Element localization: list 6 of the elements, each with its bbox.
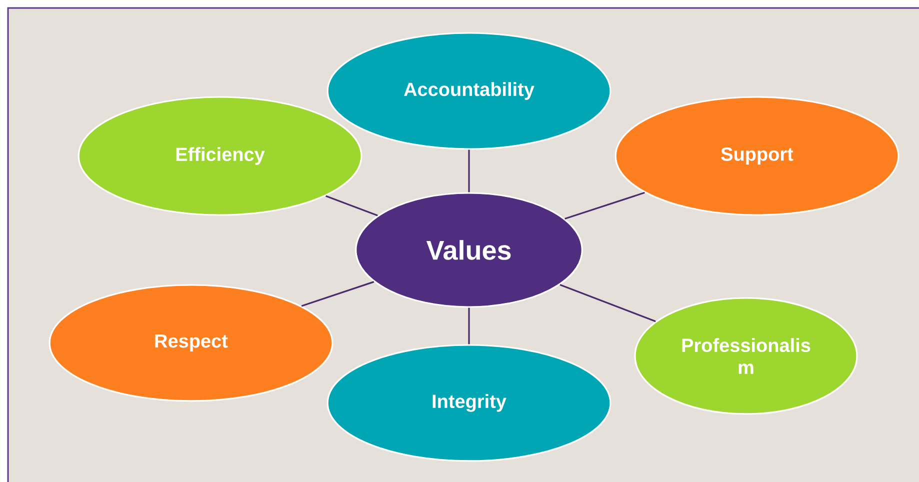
connector-line [468, 150, 470, 192]
connector-line [468, 308, 470, 344]
connector-line [564, 192, 645, 220]
connector-line [301, 281, 374, 307]
connector-line [560, 284, 656, 322]
connector-line [326, 195, 378, 216]
